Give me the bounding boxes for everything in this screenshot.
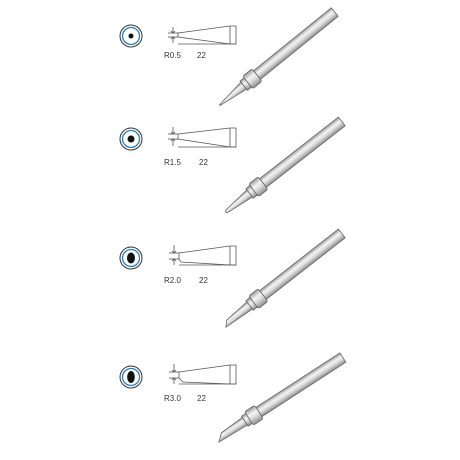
radius-label: R0.5 xyxy=(164,51,181,60)
radius-label: R3.0 xyxy=(164,394,181,403)
tip-end-view-icon xyxy=(119,24,143,48)
tip-illustration xyxy=(225,228,346,328)
length-label: 22 xyxy=(199,276,208,285)
length-label: 22 xyxy=(197,51,206,60)
tip-illustration xyxy=(218,352,347,444)
tip-end-view-icon xyxy=(119,365,143,389)
tip-profile-dimension-icon xyxy=(168,25,237,45)
tip-illustration xyxy=(218,7,339,107)
length-label: 22 xyxy=(197,394,206,403)
tip-row-3: R2.0 22 xyxy=(119,228,346,328)
tip-illustration xyxy=(225,116,346,213)
length-label: 22 xyxy=(199,158,208,167)
tip-profile-dimension-icon xyxy=(168,127,237,148)
radius-label: R2.0 xyxy=(164,276,181,285)
tip-row-4: R3.0 22 xyxy=(119,352,347,444)
tip-profile-dimension-icon xyxy=(169,245,237,266)
radius-label: R1.5 xyxy=(164,158,181,167)
tip-end-view-icon xyxy=(119,246,143,270)
tip-row-1: R0.5 22 xyxy=(119,7,339,107)
tip-profile-dimension-icon xyxy=(169,364,237,385)
tip-end-view-icon xyxy=(119,127,143,151)
tip-row-2: R1.5 22 xyxy=(119,116,346,213)
